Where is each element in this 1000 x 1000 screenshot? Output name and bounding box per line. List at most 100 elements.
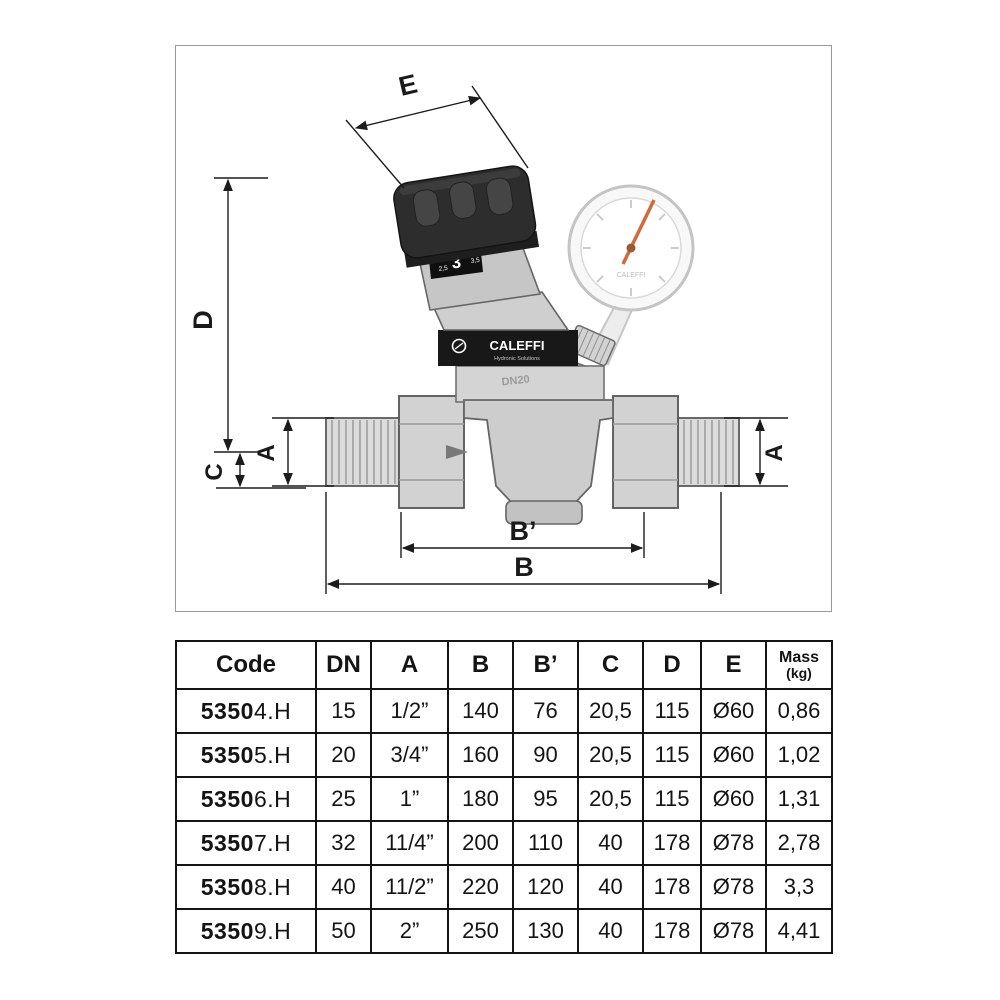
cell-d: 178 bbox=[642, 864, 702, 910]
cell-mass: 0,86 bbox=[765, 688, 833, 734]
dimension-a-left-label: A bbox=[253, 444, 280, 461]
col-header-e: E bbox=[700, 640, 767, 690]
table-row: 53508.H 40 11/2” 220 120 40 178 Ø78 3,3 bbox=[175, 864, 833, 910]
dimension-e-label: E bbox=[396, 69, 420, 102]
table-row: 53509.H 50 2” 250 130 40 178 Ø78 4,41 bbox=[175, 908, 833, 954]
cell-e: Ø78 bbox=[700, 820, 767, 866]
cell-code: 53507.H bbox=[175, 820, 317, 866]
table-row: 53504.H 15 1/2” 140 76 20,5 115 Ø60 0,86 bbox=[175, 688, 833, 734]
code-series: 5350 bbox=[200, 741, 254, 768]
left-pipe-thread bbox=[325, 417, 400, 487]
cell-a: 1” bbox=[370, 776, 449, 822]
code-variant: 7.H bbox=[253, 829, 292, 856]
cell-a: 3/4” bbox=[370, 732, 449, 778]
dimension-a-left: A bbox=[253, 417, 334, 487]
dimension-d-label: D bbox=[188, 310, 218, 330]
gauge-brand-text: CALEFFI bbox=[617, 272, 646, 279]
cell-code: 53506.H bbox=[175, 776, 317, 822]
flow-direction-arrow bbox=[446, 445, 468, 459]
code-variant: 5.H bbox=[253, 741, 292, 768]
dimension-b-prime: B’ bbox=[400, 512, 645, 558]
cell-a: 2” bbox=[370, 908, 449, 954]
cell-d: 115 bbox=[642, 688, 702, 734]
col-header-a: A bbox=[370, 640, 449, 690]
adjustment-knob bbox=[393, 165, 540, 268]
brand-text: CALEFFI bbox=[490, 338, 545, 353]
gauge-needle bbox=[621, 199, 656, 265]
cell-c: 20,5 bbox=[577, 688, 644, 734]
cell-a: 11/2” bbox=[370, 864, 449, 910]
cell-c: 40 bbox=[577, 908, 644, 954]
dimension-b: B bbox=[325, 492, 722, 594]
dn-size-marking: DN20 bbox=[501, 374, 530, 389]
dimension-c-label: C bbox=[201, 463, 228, 480]
mass-header-line2: (kg) bbox=[786, 665, 812, 681]
cell-c: 20,5 bbox=[577, 732, 644, 778]
cell-b: 140 bbox=[447, 688, 514, 734]
caleffi-logo-icon bbox=[451, 338, 467, 354]
cell-b: 250 bbox=[447, 908, 514, 954]
dimension-b-label: B bbox=[514, 552, 534, 582]
technical-drawing-box: CALEFFI bbox=[175, 45, 832, 612]
cell-code: 53508.H bbox=[175, 864, 317, 910]
code-series: 5350 bbox=[200, 917, 254, 944]
cell-mass: 4,41 bbox=[765, 908, 833, 954]
dial-high-text: 3,5 bbox=[470, 257, 480, 265]
cell-c: 20,5 bbox=[577, 776, 644, 822]
code-variant: 9.H bbox=[253, 917, 292, 944]
brand-subtitle-text: Hydronic Solutions bbox=[494, 356, 540, 362]
cell-dn: 25 bbox=[315, 776, 372, 822]
cell-b-prime: 110 bbox=[512, 820, 579, 866]
dial-low-text: 2,5 bbox=[438, 265, 448, 273]
cell-dn: 50 bbox=[315, 908, 372, 954]
col-header-c: C bbox=[577, 640, 644, 690]
table-row: 53505.H 20 3/4” 160 90 20,5 115 Ø60 1,02 bbox=[175, 732, 833, 778]
cell-dn: 20 bbox=[315, 732, 372, 778]
cell-a: 11/4” bbox=[370, 820, 449, 866]
pressure-gauge: CALEFFI bbox=[565, 184, 695, 395]
cell-e: Ø60 bbox=[700, 688, 767, 734]
cell-code: 53509.H bbox=[175, 908, 317, 954]
right-pipe-thread bbox=[677, 417, 740, 487]
dimension-table: Code DN A B B’ C D E Mass (kg) 53504.H bbox=[175, 640, 833, 954]
code-variant: 8.H bbox=[253, 873, 292, 900]
cell-b: 160 bbox=[447, 732, 514, 778]
cell-mass: 3,3 bbox=[765, 864, 833, 910]
code-variant: 4.H bbox=[253, 697, 292, 724]
cell-d: 178 bbox=[642, 908, 702, 954]
spec-table: Code DN A B B’ C D E Mass (kg) 53504.H bbox=[175, 640, 833, 954]
col-header-code: Code bbox=[175, 640, 317, 690]
code-series: 5350 bbox=[200, 785, 254, 812]
cell-b: 200 bbox=[447, 820, 514, 866]
cell-code: 53505.H bbox=[175, 732, 317, 778]
table-row: 53506.H 25 1” 180 95 20,5 115 Ø60 1,31 bbox=[175, 776, 833, 822]
cell-b-prime: 120 bbox=[512, 864, 579, 910]
table-row: 53507.H 32 11/4” 200 110 40 178 Ø78 2,78 bbox=[175, 820, 833, 866]
cell-code: 53504.H bbox=[175, 688, 317, 734]
brand-band: CALEFFI Hydronic Solutions bbox=[438, 330, 578, 366]
code-series: 5350 bbox=[200, 697, 254, 724]
col-header-dn: DN bbox=[315, 640, 372, 690]
cell-d: 115 bbox=[642, 732, 702, 778]
cell-b-prime: 90 bbox=[512, 732, 579, 778]
cell-a: 1/2” bbox=[370, 688, 449, 734]
col-header-mass: Mass (kg) bbox=[765, 640, 833, 690]
col-header-b: B bbox=[447, 640, 514, 690]
cell-mass: 2,78 bbox=[765, 820, 833, 866]
dimension-a-right-label: A bbox=[761, 444, 788, 461]
cell-dn: 40 bbox=[315, 864, 372, 910]
cell-dn: 15 bbox=[315, 688, 372, 734]
valve-diagram-svg: CALEFFI bbox=[188, 69, 788, 594]
cell-c: 40 bbox=[577, 820, 644, 866]
cell-e: Ø60 bbox=[700, 732, 767, 778]
cell-dn: 32 bbox=[315, 820, 372, 866]
col-header-b-prime: B’ bbox=[512, 640, 579, 690]
cell-b: 180 bbox=[447, 776, 514, 822]
dimension-a-right: A bbox=[724, 417, 788, 487]
dimension-b-prime-label: B’ bbox=[510, 516, 537, 546]
valve-drawing: DN20 CALEFFI Hydronic Solutions bbox=[325, 165, 740, 525]
cell-e: Ø78 bbox=[700, 908, 767, 954]
cell-e: Ø78 bbox=[700, 864, 767, 910]
header-row: Code DN A B B’ C D E Mass (kg) bbox=[175, 640, 833, 690]
